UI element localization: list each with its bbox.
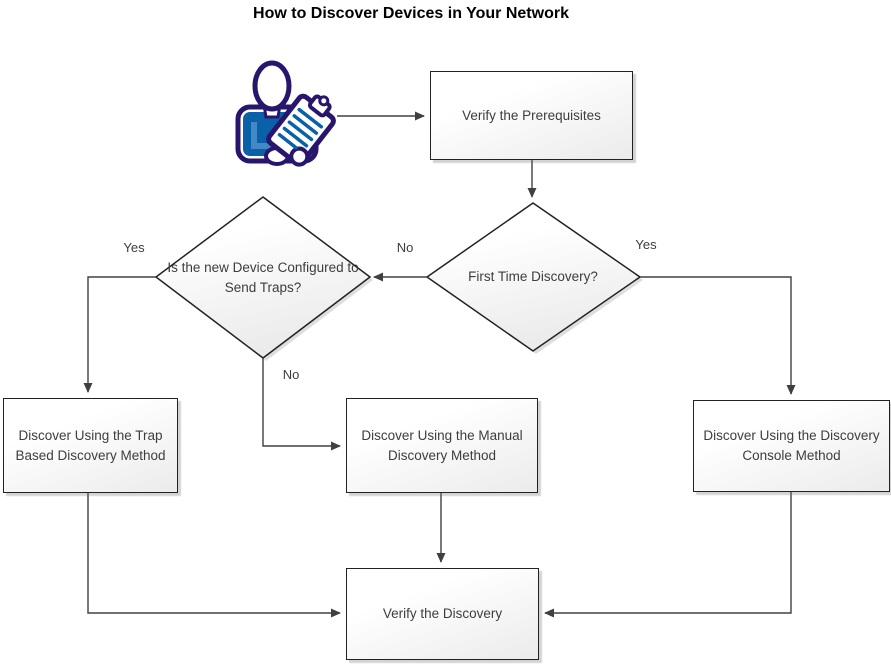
edge-label-traps-yes: Yes	[123, 240, 145, 255]
decision-first-time-discovery-label: First Time Discovery?	[468, 269, 598, 285]
diagram-title: How to Discover Devices in Your Network	[253, 5, 569, 22]
node-label: Discover Using the Manual Discovery Meth…	[361, 427, 523, 463]
node-label: Verify the Prerequisites	[462, 107, 601, 123]
edge-label-traps-no: No	[282, 367, 300, 382]
connector-traps-yes-to-trap-based-method	[83, 276, 156, 393]
node-label: Discover Using the Trap Based Discovery …	[15, 427, 166, 463]
connector-console-to-verify-discovery	[544, 492, 792, 618]
decision-traps-question-label: Is the new Device Configured to Send Tra…	[167, 260, 359, 295]
connector-trap-based-to-verify-discovery	[87, 493, 341, 618]
person-with-clipboard-icon	[230, 60, 340, 168]
connector-first-time-yes-to-console-method	[640, 276, 796, 395]
edge-label-first-time-yes: Yes	[635, 237, 657, 252]
node-manual-discovery-method: Discover Using the Manual Discovery Meth…	[346, 398, 538, 493]
decision-first-time-discovery-shape	[425, 202, 642, 352]
node-verify-discovery: Verify the Discovery	[346, 568, 539, 660]
node-label: Discover Using the Discovery Console Met…	[703, 428, 880, 463]
node-trap-based-discovery-method: Discover Using the Trap Based Discovery …	[3, 398, 178, 493]
node-label: Verify the Discovery	[382, 606, 503, 622]
node-discovery-console-method: Discover Using the Discovery Console Met…	[693, 400, 890, 492]
edge-label-first-time-no: No	[396, 240, 414, 255]
node-verify-prerequisites: Verify the Prerequisites	[430, 71, 633, 160]
person-clipboard-graphic	[235, 60, 336, 167]
connector-traps-no-to-manual-method	[262, 358, 341, 451]
